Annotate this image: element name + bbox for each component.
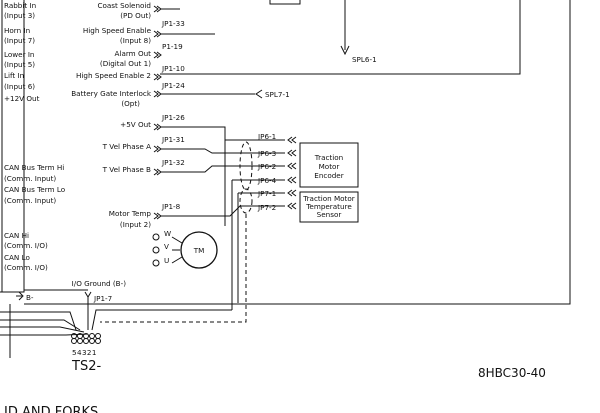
wire-temp-return bbox=[237, 192, 285, 303]
frame-right-lower bbox=[519, 0, 571, 305]
can-term-lo-label: CAN Bus Term Lo bbox=[4, 185, 65, 194]
motor-leads bbox=[171, 236, 183, 264]
can-lo-label: CAN Lo bbox=[4, 253, 30, 262]
coast-solenoid-label: Coast Solenoid bbox=[97, 1, 151, 10]
lift-in-sub: (Input 6) bbox=[4, 82, 35, 91]
spl7-1-arrow bbox=[255, 89, 263, 99]
pin-jp6-1: JP6-1 bbox=[257, 132, 276, 141]
temp-sensor-label-3: Sensor bbox=[317, 210, 342, 219]
motor-temp-label: Motor Temp bbox=[109, 209, 152, 218]
pin-jp6-2: JP6-2 bbox=[257, 162, 276, 171]
temp-sensor-label-2: Temperature bbox=[305, 202, 352, 211]
rabbit-in-label: Rabbit In bbox=[4, 1, 36, 10]
pin-jp1-8: JP1-8 bbox=[161, 202, 181, 211]
spl6-1-label: SPL6-1 bbox=[352, 55, 377, 64]
component-chevrons bbox=[287, 136, 297, 210]
can-term-lo-sub: (Comm. Input) bbox=[4, 196, 56, 205]
terminal-strip-pin-numbers: 54321 bbox=[72, 348, 97, 357]
terminal-w bbox=[152, 233, 160, 241]
shield-drain-wire bbox=[100, 214, 247, 323]
temperature-sensor-box bbox=[299, 191, 359, 223]
encoder-label-1: Traction bbox=[314, 153, 343, 162]
pin-jp1-31: JP1-31 bbox=[161, 135, 185, 144]
encoder-label-2: Motor bbox=[319, 162, 340, 171]
battery-gate-sub: (Opt) bbox=[121, 99, 140, 108]
traction-motor-encoder-box bbox=[299, 142, 359, 188]
can-term-hi-sub: (Comm. Input) bbox=[4, 174, 56, 183]
pin-jp7-2: JP7-2 bbox=[257, 203, 276, 212]
terminal-strip-ts2 bbox=[71, 333, 101, 344]
pin-jp1-10: JP1-10 bbox=[161, 64, 185, 73]
cable-shield-2 bbox=[239, 188, 253, 214]
phase-w-label: W bbox=[164, 229, 171, 238]
drawing-number: 8HBC30-40 bbox=[478, 366, 546, 380]
t-vel-phase-a-label: T Vel Phase A bbox=[102, 142, 151, 151]
pin-jp1-33: JP1-33 bbox=[161, 19, 185, 28]
wire-5v bbox=[161, 126, 285, 226]
b-minus-arrow bbox=[16, 291, 24, 301]
plus-12v-label: +12V Out bbox=[4, 94, 40, 103]
lower-in-label: Lower In bbox=[4, 50, 35, 59]
encoder-label-3: Encoder bbox=[314, 171, 343, 180]
pin-jp7-1: JP7-1 bbox=[257, 189, 276, 198]
lift-in-label: Lift In bbox=[4, 71, 24, 80]
pin-jp1-24: JP1-24 bbox=[161, 81, 185, 90]
spl7-1-label: SPL7-1 bbox=[265, 90, 290, 99]
wire-motor-temp bbox=[161, 205, 285, 217]
lower-in-sub: (Input 5) bbox=[4, 60, 35, 69]
ground-arrow bbox=[84, 291, 92, 298]
plus-5v-out-label: +5V Out bbox=[120, 120, 151, 129]
traction-motor-label: TM bbox=[193, 246, 205, 255]
spl6-1-arrow bbox=[340, 45, 350, 56]
wire-phase-b bbox=[161, 165, 285, 173]
pin-jp6-3: JP6-3 bbox=[257, 149, 276, 158]
temp-sensor-label-1: Traction Motor bbox=[302, 194, 355, 203]
terminal-u bbox=[152, 259, 160, 267]
wire-phase-a bbox=[161, 148, 285, 154]
battery-gate-label: Battery Gate Interlock bbox=[71, 89, 152, 98]
traction-motor-symbol bbox=[180, 231, 218, 269]
frame-right-top bbox=[160, 0, 521, 75]
alarm-out-sub: (Digital Out 1) bbox=[100, 59, 151, 68]
controller-outline bbox=[0, 0, 25, 293]
can-lo-sub: (Comm. I/O) bbox=[4, 263, 48, 272]
pin-jp1-26: JP1-26 bbox=[161, 113, 185, 122]
phase-v-label: V bbox=[164, 242, 169, 251]
high-speed-enable-sub: (Input 8) bbox=[120, 36, 151, 45]
horn-in-sub: (Input 7) bbox=[4, 36, 35, 45]
connector-chevrons bbox=[153, 5, 162, 220]
b-minus-label: B- bbox=[26, 293, 34, 302]
motor-temp-sub: (Input 2) bbox=[120, 220, 151, 229]
pin-p1-19: P1-19 bbox=[162, 42, 183, 51]
can-hi-label: CAN Hi bbox=[4, 231, 29, 240]
t-vel-phase-b-label: T Vel Phase B bbox=[102, 165, 151, 174]
can-hi-sub: (Comm. I/O) bbox=[4, 241, 48, 250]
terminal-strip-name: TS2- bbox=[71, 359, 101, 374]
pin-jp1-32: JP1-32 bbox=[161, 158, 185, 167]
upper-frame bbox=[269, 0, 301, 5]
coast-solenoid-sub: (PD Out) bbox=[120, 11, 151, 20]
cable-shield-1 bbox=[239, 141, 253, 191]
pin-jp1-7: JP1-7 bbox=[93, 294, 112, 303]
footer-fragment: ID AND FORKS bbox=[4, 405, 98, 413]
high-speed-enable-label: High Speed Enable bbox=[83, 26, 152, 35]
horn-in-label: Horn In bbox=[4, 26, 30, 35]
io-ground-label: I/O Ground (B-) bbox=[72, 279, 127, 288]
high-speed-enable-2-label: High Speed Enable 2 bbox=[76, 71, 151, 80]
terminal-v bbox=[152, 246, 160, 254]
phase-u-label: U bbox=[164, 256, 169, 265]
pin-jp6-4: JP6-4 bbox=[257, 176, 277, 185]
can-term-hi-label: CAN Bus Term Hi bbox=[4, 163, 64, 172]
alarm-out-label: Alarm Out bbox=[115, 49, 152, 58]
harness-wires bbox=[0, 297, 232, 336]
rabbit-in-sub: (Input 3) bbox=[4, 11, 35, 20]
